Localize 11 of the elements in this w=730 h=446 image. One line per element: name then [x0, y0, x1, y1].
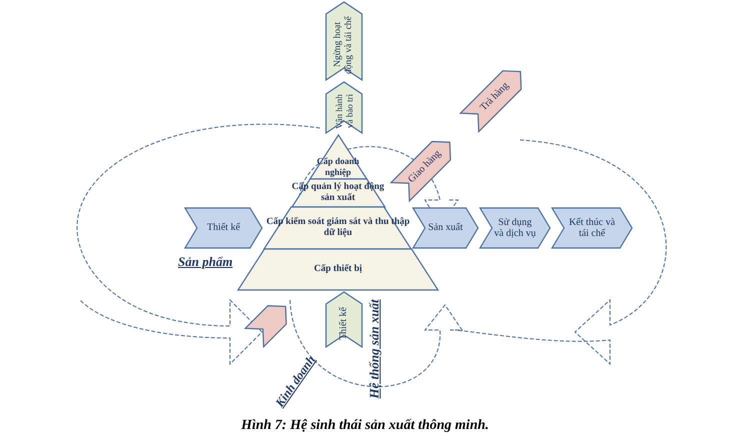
stage-block: Sản xuất [413, 208, 478, 248]
dimension-title: Sản phẩm [178, 254, 233, 270]
figure-caption: Hình 7: Hệ sinh thái sản xuất thông minh. [240, 418, 490, 434]
stage-block: Thiết kế [326, 292, 362, 347]
stage-block: Sử dụng và dịch vụ [480, 208, 550, 248]
stage-block: Ngừng hoạt động và tái chế [326, 2, 362, 80]
stage-block: Vận hành và bảo trì [326, 82, 362, 133]
pyramid-level: Cấp thiết bị [238, 249, 438, 290]
stage-block: Kết thúc và tái chế [552, 208, 632, 248]
dimension-title: Hệ thống sản xuất [366, 299, 383, 399]
stage-block: Thiết kế [185, 208, 262, 248]
